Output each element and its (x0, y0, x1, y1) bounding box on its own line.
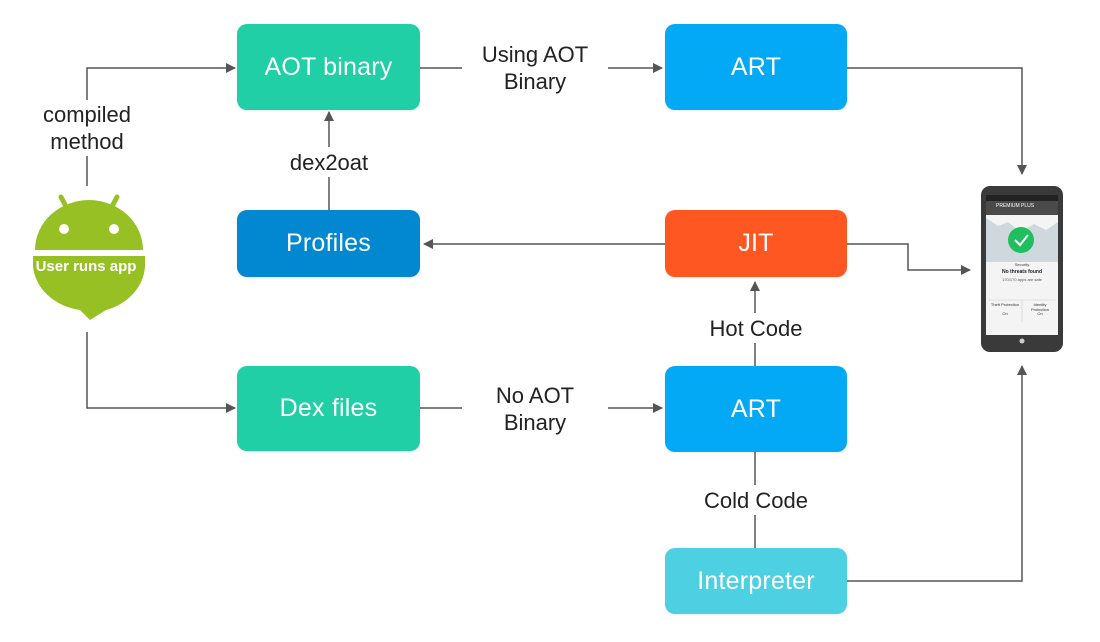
profiles-box: Profiles (237, 210, 420, 277)
phone-status-sub: 170/170 apps are safe (1002, 277, 1042, 282)
edge-jit-to-phone (847, 243, 971, 275)
using-aot-binary-label: Using AOT Binary (462, 40, 608, 96)
art-top-box: ART (665, 24, 847, 110)
jit-box: JIT (665, 210, 847, 277)
dex2oat-label: dex2oat (281, 147, 377, 177)
compiled-method-label: compiled method (32, 100, 142, 156)
phone-icon (981, 186, 1063, 352)
phone-feature-right-state: On (1037, 311, 1043, 316)
phone-feature-right: Identity Protection (1030, 302, 1049, 312)
dex-files-box: Dex files (237, 366, 420, 451)
edge-interpreter-to-phone (847, 365, 1027, 582)
edge-android-to-dex (86, 332, 236, 413)
phone-feature-left: Theft Protection (990, 302, 1020, 307)
edge-art-to-phone (847, 67, 1027, 175)
aot-binary-box: AOT binary (237, 24, 420, 110)
cold-code-label: Cold Code (694, 485, 818, 515)
phone-feature-left-state: On (1002, 311, 1008, 316)
phone-status-title: Security (1014, 262, 1030, 267)
android-icon (33, 194, 145, 320)
phone-status-text: No threats found (1002, 269, 1042, 275)
interpreter-box: Interpreter (665, 548, 847, 614)
art-bottom-box: ART (665, 366, 847, 452)
user-runs-app-label: User runs app (35, 258, 137, 275)
no-aot-binary-label: No AOT Binary (462, 381, 608, 437)
phone-app-title: PREMIUM PLUS (996, 203, 1035, 209)
hot-code-label: Hot Code (700, 313, 812, 343)
